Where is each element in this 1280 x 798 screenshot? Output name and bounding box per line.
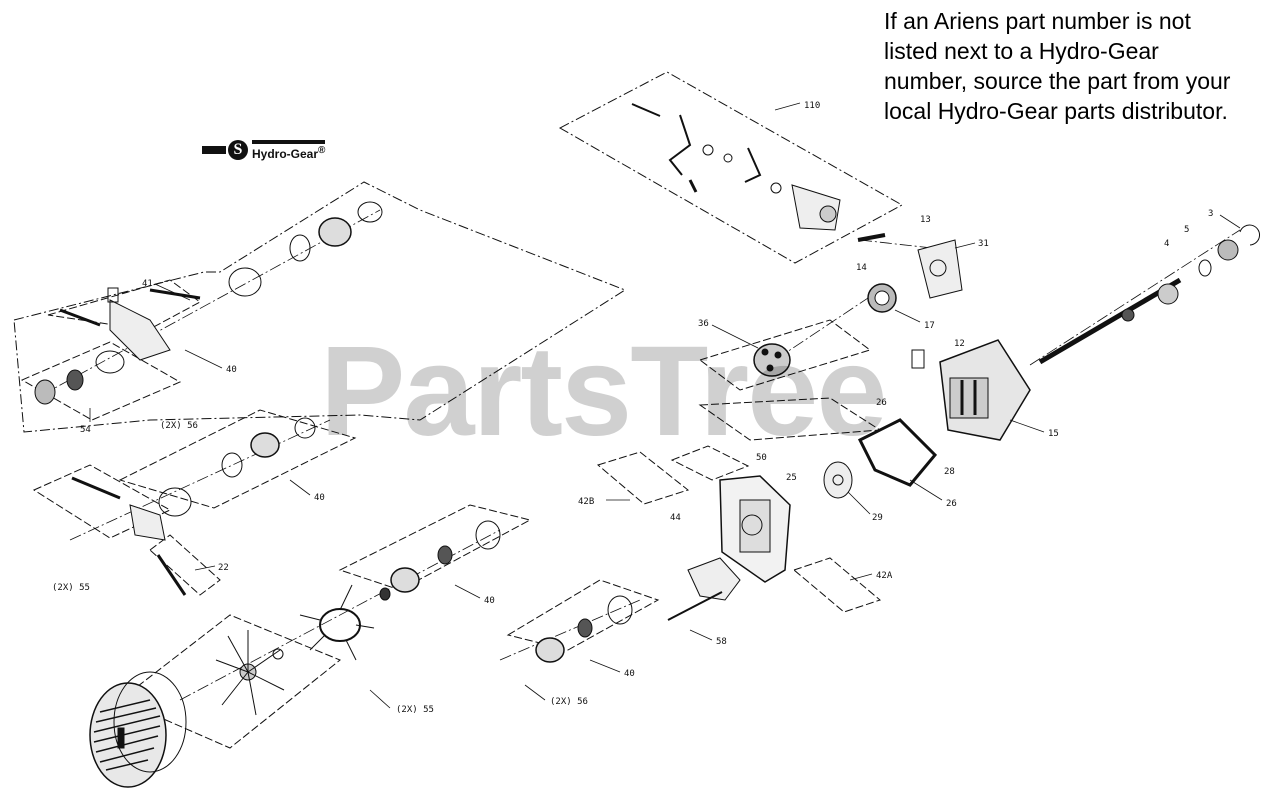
- box-group-36: [698, 319, 872, 391]
- centerline-d: [499, 599, 641, 661]
- leader-41: [154, 283, 191, 301]
- leader-15: [1009, 419, 1045, 433]
- box-group-40-lower: [338, 504, 532, 591]
- box-group-42b: [596, 451, 690, 505]
- seal-17: [867, 283, 897, 313]
- callout-36: 36: [698, 319, 709, 329]
- box-group-40-upper: [13, 181, 627, 433]
- logo-glyph: S: [228, 140, 248, 160]
- parts-sourcing-note: If an Ariens part number is not listed n…: [884, 6, 1276, 126]
- callout-42b: 42B: [578, 497, 594, 507]
- callout-56b: (2X) 56: [550, 697, 588, 707]
- box-group-54: [20, 341, 182, 421]
- plug-12: [911, 349, 925, 369]
- cooling-fan: [215, 630, 285, 716]
- mounting-bracket: [299, 584, 375, 661]
- callout-55b: (2X) 55: [396, 705, 434, 715]
- centerline-b: [69, 419, 331, 541]
- pump-housing-lower: [379, 520, 633, 663]
- cylinder-block: [753, 343, 791, 377]
- block-31: [917, 239, 963, 299]
- callout-26b: 26: [946, 499, 957, 509]
- leader-40a: [184, 349, 223, 369]
- callout-17: 17: [924, 321, 935, 331]
- center-section: [719, 475, 791, 583]
- pump-housing-upper: [34, 201, 383, 405]
- leader-26b: [909, 479, 943, 501]
- box-group-110: [558, 71, 904, 264]
- box-group-42a: [792, 557, 882, 613]
- leader-3: [1219, 214, 1241, 229]
- callout-26a: 26: [876, 398, 887, 408]
- callout-12: 12: [954, 339, 965, 349]
- brand-mark: ®: [318, 144, 326, 156]
- end-cap-bracket: [687, 557, 741, 601]
- box-group-28: [698, 397, 882, 441]
- box-group-40-mid-left: [32, 464, 172, 539]
- callout-40b: 40: [314, 493, 325, 503]
- callout-40d: 40: [624, 669, 635, 679]
- leader-40c: [454, 584, 481, 599]
- gasket-28: [857, 418, 938, 487]
- callout-54: 54: [80, 425, 91, 435]
- callout-15: 15: [1048, 429, 1059, 439]
- hydro-gear-logo: S Hydro-Gear®: [202, 136, 326, 164]
- leader-40b: [289, 479, 311, 496]
- callout-25: 25: [786, 473, 797, 483]
- leader-40d: [589, 659, 621, 673]
- box-group-22: [149, 534, 221, 596]
- leader-42a: [849, 573, 873, 581]
- callout-14: 14: [856, 263, 867, 273]
- callout-40c: 40: [484, 596, 495, 606]
- callout-3: 3: [1208, 209, 1213, 219]
- leader-22: [194, 565, 216, 571]
- callout-110: 110: [804, 101, 820, 111]
- box-group-50: [670, 445, 750, 481]
- leader-31: [954, 242, 976, 249]
- note-line-4: local Hydro-Gear parts distributor.: [884, 98, 1228, 124]
- note-line-1: If an Ariens part number is not: [884, 8, 1191, 34]
- callout-29: 29: [872, 513, 883, 523]
- leader-17: [894, 309, 921, 323]
- input-shaft: [1038, 224, 1261, 365]
- brand-name-text: Hydro-Gear: [252, 146, 319, 161]
- callout-58: 58: [716, 637, 727, 647]
- fan-shroud: [89, 671, 187, 788]
- leader-58: [689, 629, 713, 641]
- leader-55b: [369, 689, 391, 709]
- note-line-3: number, source the part from your: [884, 68, 1231, 94]
- leader-56b: [524, 684, 546, 701]
- callout-42a: 42A: [876, 571, 893, 581]
- note-line-2: listed next to a Hydro-Gear: [884, 38, 1159, 64]
- callout-41: 41: [142, 279, 153, 289]
- callout-40a: 40: [226, 365, 237, 375]
- bolt-58: [667, 591, 723, 621]
- pump-housing-middle: [71, 417, 316, 596]
- callout-31: 31: [978, 239, 989, 249]
- callout-56a: (2X) 56: [160, 421, 198, 431]
- pin-13: [857, 233, 886, 242]
- callout-50: 50: [756, 453, 767, 463]
- housing-15: [939, 339, 1031, 441]
- leader-29: [847, 491, 871, 515]
- callout-22: 22: [218, 563, 229, 573]
- leader-36: [711, 324, 759, 349]
- box-group-40-bottom: [506, 579, 660, 651]
- callout-4: 4: [1164, 239, 1169, 249]
- plate-29: [823, 461, 853, 499]
- control-linkage: [631, 103, 841, 231]
- callout-13: 13: [920, 215, 931, 225]
- logo-bar: [202, 146, 226, 154]
- callout-44: 44: [670, 513, 681, 523]
- callout-28: 28: [944, 467, 955, 477]
- box-group-40-mid: [118, 409, 357, 509]
- callout-55a: (2X) 55: [52, 583, 90, 593]
- leader-110: [774, 102, 801, 111]
- centerline-e: [1029, 229, 1241, 366]
- box-group-fan: [119, 614, 341, 749]
- callout-5: 5: [1184, 225, 1189, 235]
- brand-name: Hydro-Gear®: [252, 139, 326, 161]
